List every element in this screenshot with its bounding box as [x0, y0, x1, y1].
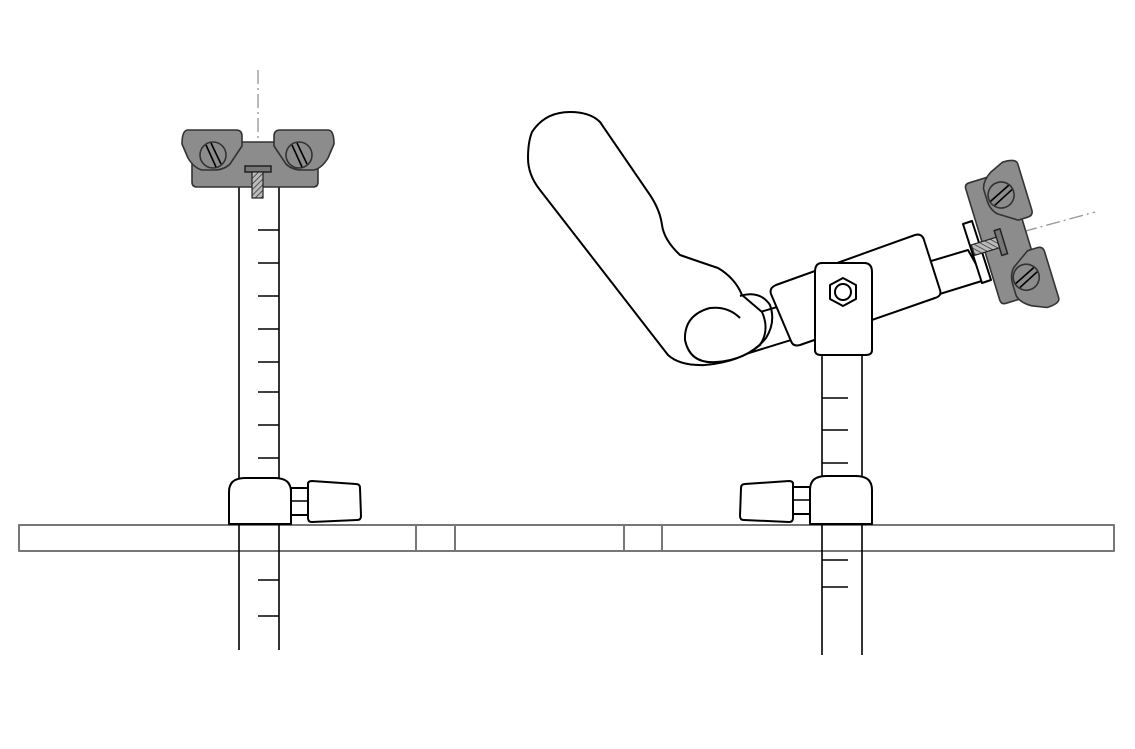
right-knob — [739, 480, 794, 523]
base-bar — [18, 524, 1115, 552]
handle — [527, 111, 774, 367]
right-post — [739, 350, 873, 655]
left-clamp-head — [181, 129, 335, 199]
left-post — [228, 187, 362, 650]
pivot-lug — [814, 262, 873, 356]
right-centerline — [999, 211, 1096, 239]
left-knob — [307, 480, 362, 523]
